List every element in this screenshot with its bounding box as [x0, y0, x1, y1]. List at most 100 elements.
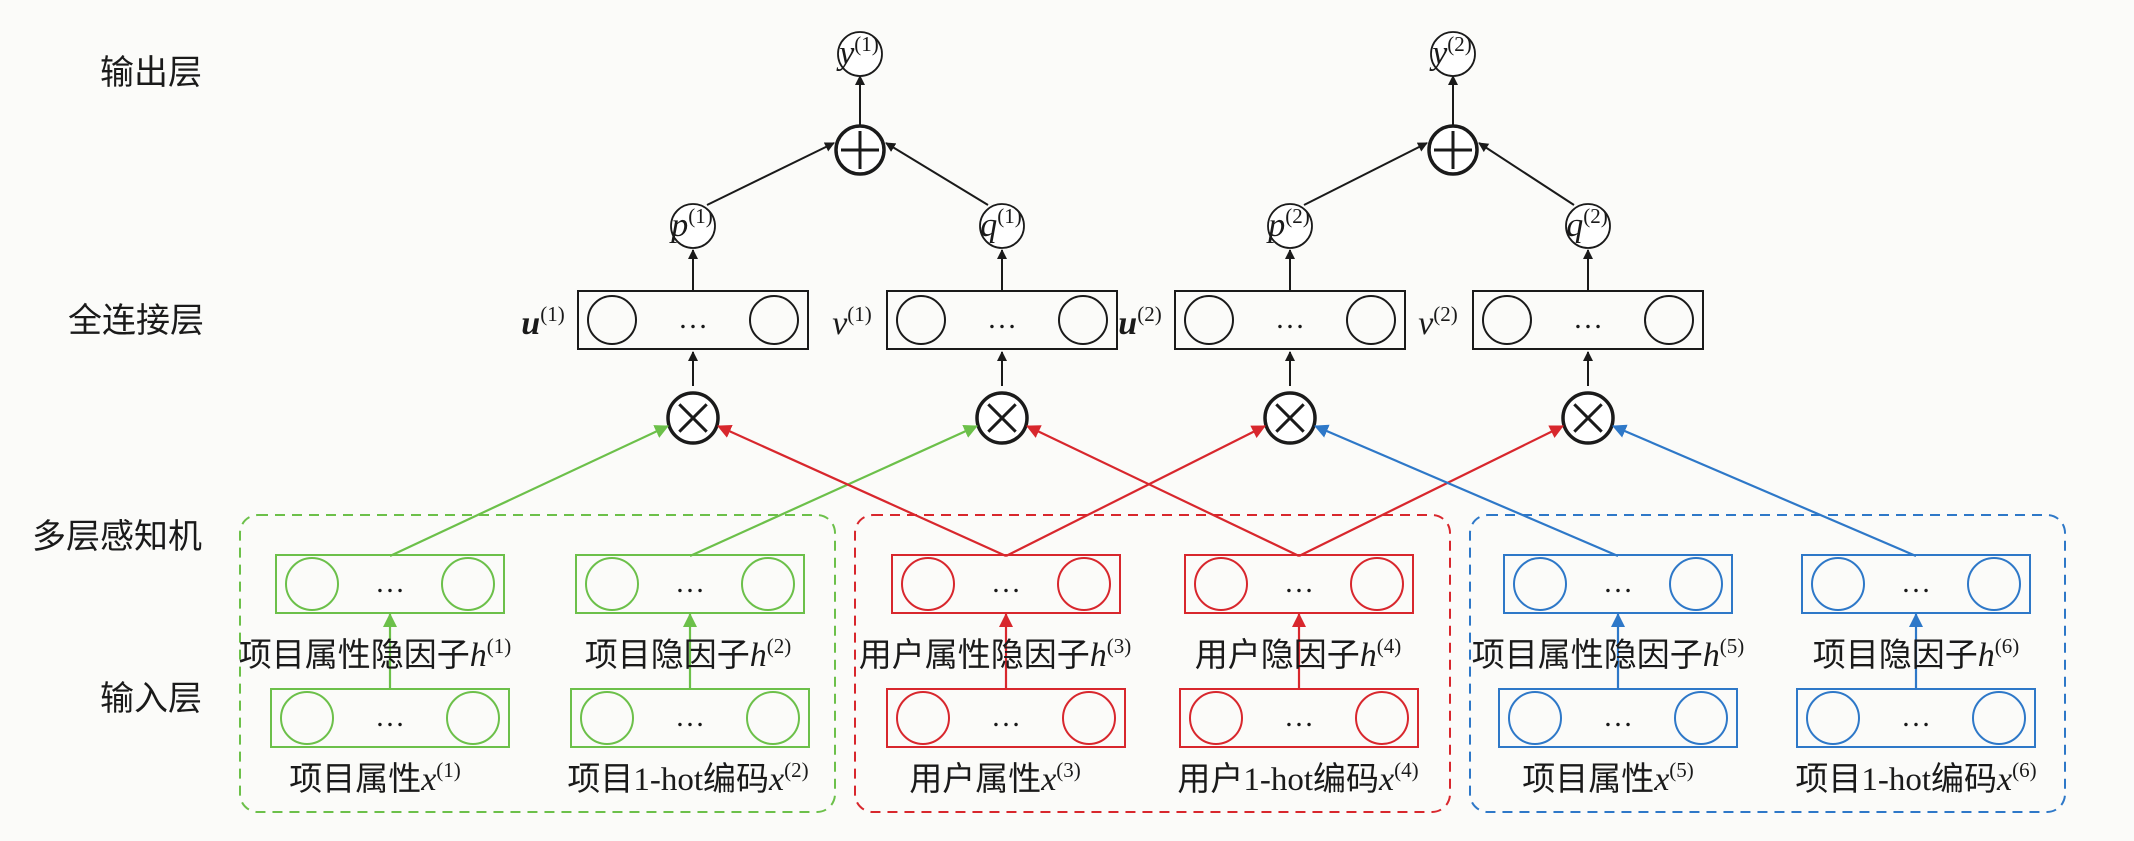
- connection-h4-to-mult-2: [1026, 425, 1300, 557]
- hidden-vector-h3-neuron-left: [901, 557, 955, 611]
- hidden-vector-h3-neuron-right: [1057, 557, 1111, 611]
- hidden-vector-h1-ellipsis: …: [375, 566, 405, 599]
- node-q2-circle: [1565, 203, 1611, 249]
- mult-operator-2-d2: [987, 403, 1017, 433]
- group-box-item-2: [1469, 514, 2066, 813]
- node-q2-label: q(2): [1566, 204, 1608, 244]
- input-vector-x5-neuron-left: [1508, 691, 1562, 745]
- node-y1-circle: [837, 31, 883, 77]
- arrow-q2-to-plus: [1478, 142, 1575, 206]
- input-vector-x1-ellipsis: …: [375, 700, 405, 733]
- input-vector-x2-neuron-left: [580, 691, 634, 745]
- node-y1-label: y(1): [836, 32, 879, 72]
- connection-h4-to-mult-4: [1298, 425, 1564, 557]
- layer-label-fully-connected: 全连接层: [68, 301, 204, 341]
- arrow-p2-to-plus: [1303, 142, 1428, 206]
- hidden-vector-h1-neuron-right: [441, 557, 495, 611]
- hidden-vector-h1-neuron-left: [285, 557, 339, 611]
- fc-vector-u1-neuron-left: [587, 295, 637, 345]
- hidden-vector-h5-neuron-right: [1669, 557, 1723, 611]
- hidden-vector-h4-neuron-left: [1194, 557, 1248, 611]
- fc-vector-v1-neuron-left: [896, 295, 946, 345]
- node-p2-circle: [1267, 203, 1313, 249]
- hidden-label-h2: 项目隐因子h(2): [585, 634, 792, 674]
- hidden-vector-h5-ellipsis: …: [1603, 566, 1633, 599]
- layer-label-mlp: 多层感知机: [32, 517, 202, 557]
- hidden-vector-h4-ellipsis: …: [1284, 566, 1314, 599]
- hidden-vector-h2-neuron-left: [585, 557, 639, 611]
- input-vector-x3-neuron-right: [1062, 691, 1116, 745]
- fc-vector-v1-neuron-right: [1058, 295, 1108, 345]
- layer-label-input: 输入层: [100, 679, 202, 719]
- connection-h2-to-mult-2: [689, 424, 978, 558]
- node-p2-label: p(2): [1266, 204, 1310, 244]
- input-label-x1: 项目属性x(1): [289, 758, 461, 798]
- connection-h3-to-mult-3: [1005, 425, 1266, 557]
- node-q1-label: q(1): [980, 204, 1022, 244]
- group-box-user: [854, 514, 1451, 813]
- input-vector-x4-ellipsis: …: [1284, 700, 1314, 733]
- fc-vector-u2-neuron-right: [1346, 295, 1396, 345]
- hidden-label-h1: 项目属性隐因子h(1): [239, 634, 512, 674]
- fc-vector-v1-ellipsis: …: [987, 302, 1017, 335]
- fc-vector-v2-neuron-right: [1644, 295, 1694, 345]
- hidden-label-h6: 项目隐因子h(6): [1813, 634, 2020, 674]
- connection-h3-to-mult-1: [717, 424, 1007, 558]
- input-vector-x5-ellipsis: …: [1603, 700, 1633, 733]
- fc-vector-u2: [1174, 290, 1406, 350]
- node-q1-circle: [979, 203, 1025, 249]
- hidden-vector-h5-neuron-left: [1513, 557, 1567, 611]
- fc-vector-u1-neuron-right: [749, 295, 799, 345]
- connection-h6-to-mult-4: [1612, 424, 1917, 558]
- input-vector-x3-neuron-left: [896, 691, 950, 745]
- mult-operator-3-d2: [1275, 403, 1305, 433]
- hidden-label-h4: 用户隐因子h(4): [1195, 634, 1402, 674]
- mult-operator-4-d2: [1573, 403, 1603, 433]
- fc-vector-u2-neuron-left: [1184, 295, 1234, 345]
- node-y2-label: y(2): [1429, 32, 1472, 72]
- input-vector-x5-neuron-right: [1674, 691, 1728, 745]
- input-vector-x6-neuron-left: [1806, 691, 1860, 745]
- fc-vector-v2: [1472, 290, 1704, 350]
- input-vector-x2-ellipsis: …: [675, 700, 705, 733]
- input-vector-x1-neuron-left: [280, 691, 334, 745]
- fc-label-v2: v(2): [1418, 302, 1458, 342]
- fc-label-u2: u(2): [1118, 302, 1161, 342]
- arrow-p1-to-plus: [706, 142, 835, 206]
- arrow-q1-to-plus: [885, 142, 989, 206]
- input-vector-x3-ellipsis: …: [991, 700, 1021, 733]
- hidden-vector-h2-neuron-right: [741, 557, 795, 611]
- fc-vector-u2-ellipsis: …: [1275, 302, 1305, 335]
- group-box-item-1: [239, 514, 836, 813]
- fc-vector-v1: [886, 290, 1118, 350]
- hidden-vector-h4-neuron-right: [1350, 557, 1404, 611]
- fc-label-v1: v(1): [832, 302, 872, 342]
- input-vector-x4-neuron-right: [1355, 691, 1409, 745]
- input-vector-x2-neuron-right: [746, 691, 800, 745]
- input-label-x2: 项目1-hot编码x(2): [567, 758, 808, 798]
- fc-vector-u1-ellipsis: …: [678, 302, 708, 335]
- input-vector-x6-neuron-right: [1972, 691, 2026, 745]
- hidden-vector-h3-ellipsis: …: [991, 566, 1021, 599]
- connection-h5-to-mult-3: [1314, 424, 1619, 558]
- hidden-label-h5: 项目属性隐因子h(5): [1472, 634, 1745, 674]
- hidden-vector-h6-neuron-left: [1811, 557, 1865, 611]
- fc-vector-v2-ellipsis: …: [1573, 302, 1603, 335]
- input-vector-x4-neuron-left: [1189, 691, 1243, 745]
- node-p1-label: p(1): [669, 204, 713, 244]
- fc-label-u1: u(1): [521, 302, 564, 342]
- input-label-x6: 项目1-hot编码x(6): [1795, 758, 2036, 798]
- node-p1-circle: [670, 203, 716, 249]
- hidden-vector-h2-ellipsis: …: [675, 566, 705, 599]
- hidden-label-h3: 用户属性隐因子h(3): [859, 634, 1132, 674]
- hidden-vector-h6-neuron-right: [1967, 557, 2021, 611]
- input-label-x3: 用户属性x(3): [909, 758, 1081, 798]
- input-vector-x6-ellipsis: …: [1901, 700, 1931, 733]
- input-vector-x1-neuron-right: [446, 691, 500, 745]
- fc-vector-u1: [577, 290, 809, 350]
- mult-operator-1-d2: [678, 403, 708, 433]
- input-label-x5: 项目属性x(5): [1522, 758, 1694, 798]
- node-y2-circle: [1430, 31, 1476, 77]
- input-label-x4: 用户1-hot编码x(4): [1177, 758, 1418, 798]
